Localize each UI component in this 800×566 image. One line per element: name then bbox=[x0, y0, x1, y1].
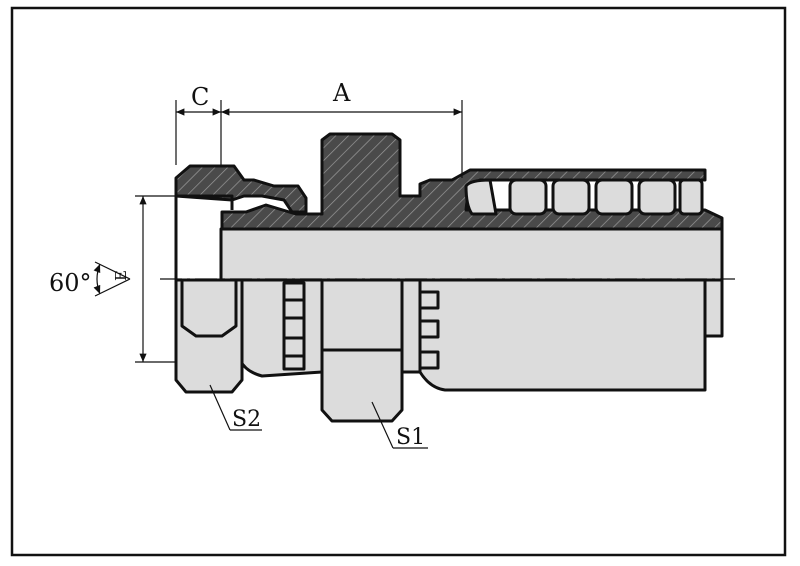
fitting-exterior bbox=[174, 230, 724, 423]
dim-c-label: C bbox=[191, 83, 209, 111]
drawing-frame bbox=[10, 6, 787, 557]
dimension-c: C bbox=[175, 83, 222, 165]
ferrule-teeth bbox=[464, 178, 704, 216]
fitting-section bbox=[174, 132, 724, 282]
s2-label: S2 bbox=[232, 407, 261, 432]
dimension-e: E bbox=[112, 195, 176, 363]
dim-e-label: E bbox=[112, 270, 130, 281]
dimension-a: A bbox=[221, 79, 463, 178]
dim-a-label: A bbox=[332, 79, 351, 107]
leader-s1: S1 bbox=[371, 401, 428, 450]
angle-label: 60° bbox=[49, 269, 92, 297]
leader-s2: S2 bbox=[209, 384, 262, 432]
s1-label: S1 bbox=[396, 425, 425, 450]
dimension-angle: 60° bbox=[49, 261, 131, 297]
